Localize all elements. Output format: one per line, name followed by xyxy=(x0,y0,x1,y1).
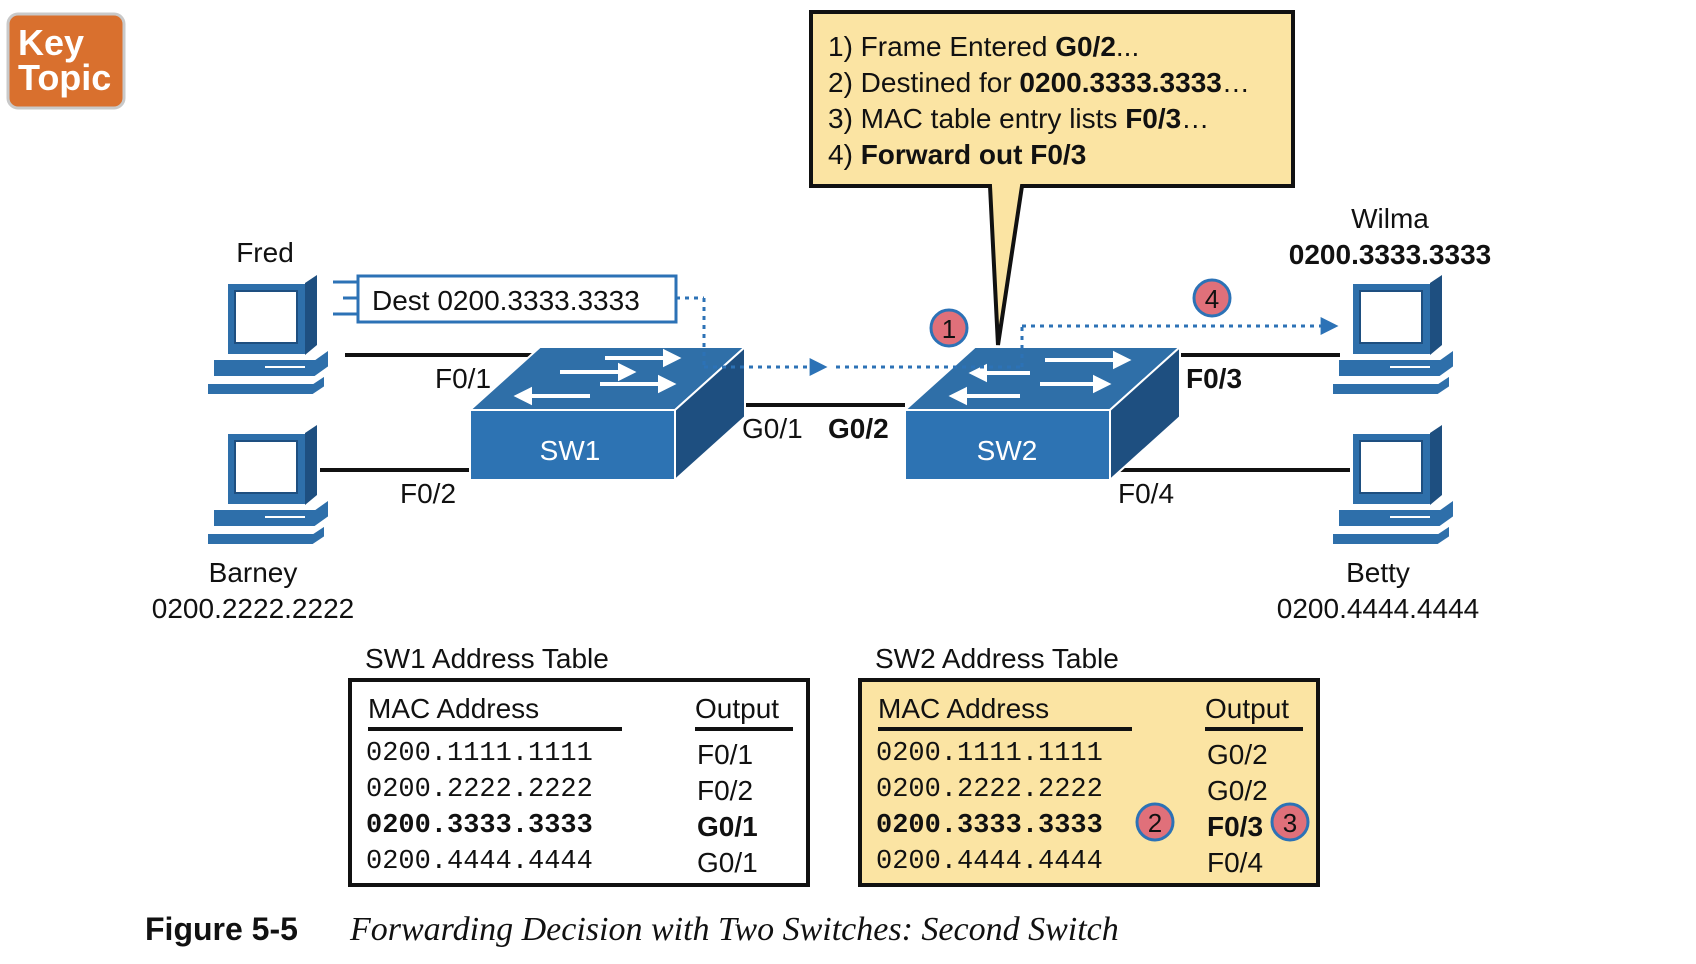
sw1-header-output: Output xyxy=(695,693,779,724)
key-topic-line2: Topic xyxy=(18,57,111,98)
sw1-row-1-port: F0/1 xyxy=(697,739,753,770)
wilma-name: Wilma xyxy=(1351,203,1429,234)
sw2-side xyxy=(1109,344,1181,483)
port-sw1-f01: F0/1 xyxy=(435,363,491,394)
sw1-row-4-port: G0/1 xyxy=(697,847,758,878)
figure-label: Figure 5-5 xyxy=(145,911,298,947)
pc-fred-icon xyxy=(206,274,330,396)
step-marker-2: 2 xyxy=(1135,802,1175,842)
sw2-row-3-port: F0/3 xyxy=(1207,811,1263,842)
dest-label: Dest 0200.3333.3333 xyxy=(333,274,678,324)
sw2-arrows-icon xyxy=(948,350,1132,406)
sw2-label: SW2 xyxy=(977,435,1038,466)
sw1-header-mac: MAC Address xyxy=(368,693,539,724)
pc-wilma-icon xyxy=(1331,274,1455,396)
figure-title: Forwarding Decision with Two Switches: S… xyxy=(349,911,1119,948)
sw1-row-1-mac: 0200.1111.1111 xyxy=(366,739,593,769)
port-sw2-f04: F0/4 xyxy=(1118,478,1174,509)
sw2-row-4-mac: 0200.4444.4444 xyxy=(876,847,1103,877)
wilma-mac: 0200.3333.3333 xyxy=(1289,239,1491,270)
cables xyxy=(320,353,1350,472)
port-sw2-f03: F0/3 xyxy=(1186,363,1242,394)
sw1-side xyxy=(674,344,746,483)
callout-line-1: 1) Frame Entered G0/2... xyxy=(828,31,1139,62)
svg-text:2: 2 xyxy=(1148,808,1162,838)
callout-line-3: 3) MAC table entry lists F0/3… xyxy=(828,103,1209,134)
svg-text:4: 4 xyxy=(1205,284,1219,314)
dest-label-box xyxy=(356,274,678,324)
step-marker-4: 4 xyxy=(1192,278,1232,318)
sw1-row-2-port: F0/2 xyxy=(697,775,753,806)
betty-name: Betty xyxy=(1346,557,1410,588)
sw1-address-table: SW1 Address Table MAC Address Output 020… xyxy=(348,643,810,887)
step-marker-3: 3 xyxy=(1270,802,1310,842)
callout-box xyxy=(809,10,1295,346)
sw2-table-frame xyxy=(858,678,1320,887)
port-sw1-g01: G0/1 xyxy=(742,413,803,444)
port-sw2-g02: G0/2 xyxy=(828,413,889,444)
dest-label-text: Dest 0200.3333.3333 xyxy=(372,285,640,316)
sw1-arrows-icon xyxy=(513,348,682,406)
sw1-label: SW1 xyxy=(540,435,601,466)
sw1-table-title: SW1 Address Table xyxy=(365,643,609,674)
sw2-row-1-mac: 0200.1111.1111 xyxy=(876,739,1103,769)
svg-text:1: 1 xyxy=(942,314,956,344)
pc-betty-icon xyxy=(1331,424,1455,546)
barney-name: Barney xyxy=(209,557,298,588)
barney-mac: 0200.2222.2222 xyxy=(152,593,354,624)
port-sw1-f02: F0/2 xyxy=(400,478,456,509)
sw1-row-3-port: G0/1 xyxy=(697,811,758,842)
sw2-header-output: Output xyxy=(1205,693,1289,724)
sw1-row-3-mac: 0200.3333.3333 xyxy=(366,811,593,841)
sw2-row-3-mac: 0200.3333.3333 xyxy=(876,811,1103,841)
pc-barney-icon xyxy=(206,424,330,546)
key-topic-badge-bg xyxy=(6,12,126,110)
frame-path xyxy=(676,296,1339,376)
switch-sw1: SW1 xyxy=(467,344,748,483)
sw1-row-2-mac: 0200.2222.2222 xyxy=(366,775,593,805)
sw2-row-2-mac: 0200.2222.2222 xyxy=(876,775,1103,805)
key-topic-line1: Key xyxy=(18,22,84,63)
sw2-row-4-port: F0/4 xyxy=(1207,847,1263,878)
sw2-table-title: SW2 Address Table xyxy=(875,643,1119,674)
svg-text:3: 3 xyxy=(1283,808,1297,838)
figure-caption: Figure 5-5 Forwarding Decision with Two … xyxy=(145,911,1119,948)
sw2-row-2-port: G0/2 xyxy=(1207,775,1268,806)
sw2-header-mac: MAC Address xyxy=(878,693,1049,724)
callout: 1) Frame Entered G0/2... 2) Destined for… xyxy=(809,10,1295,346)
key-topic-badge: Key Topic xyxy=(6,12,126,110)
sw2-address-table: SW2 Address Table MAC Address Output 020… xyxy=(858,643,1320,887)
callout-line-2: 2) Destined for 0200.3333.3333… xyxy=(828,67,1250,98)
callout-line-4: 4) Forward out F0/3 xyxy=(828,139,1086,170)
sw1-table-frame xyxy=(348,678,810,887)
step-marker-1: 1 xyxy=(929,308,969,348)
sw2-row-1-port: G0/2 xyxy=(1207,739,1268,770)
sw1-row-4-mac: 0200.4444.4444 xyxy=(366,847,593,877)
fred-name: Fred xyxy=(236,237,294,268)
switch-sw2: SW2 xyxy=(902,344,1183,483)
betty-mac: 0200.4444.4444 xyxy=(1277,593,1479,624)
